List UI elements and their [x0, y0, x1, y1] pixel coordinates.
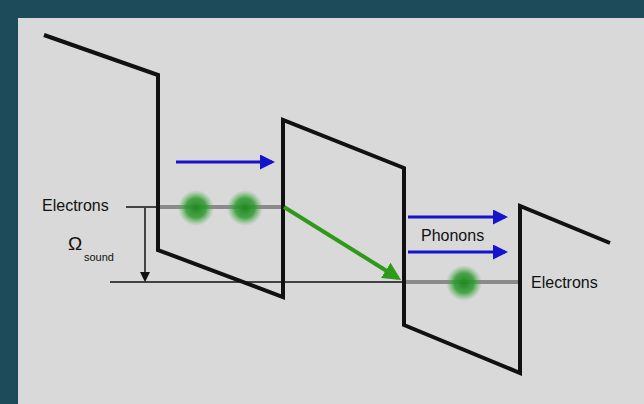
electron-blob — [227, 190, 263, 226]
level-label: Electrons — [531, 273, 598, 293]
phonon-arrow — [176, 161, 272, 164]
subband-level — [158, 205, 283, 209]
phonon-arrow — [408, 216, 505, 219]
slide-panel — [18, 18, 644, 404]
electron-blob — [178, 190, 214, 226]
band-profile — [44, 35, 610, 373]
energy-level — [126, 206, 158, 208]
level-label: Electrons — [42, 196, 109, 216]
electron-blob — [446, 265, 482, 301]
energy-level — [110, 281, 404, 283]
phonon-arrow — [408, 251, 505, 254]
subscript-label: sound — [84, 250, 114, 264]
transition-arrow — [284, 207, 398, 278]
energy-arrow — [144, 208, 146, 280]
symbol-label: Ω — [68, 233, 82, 255]
phonon-label: Phonons — [421, 226, 484, 246]
